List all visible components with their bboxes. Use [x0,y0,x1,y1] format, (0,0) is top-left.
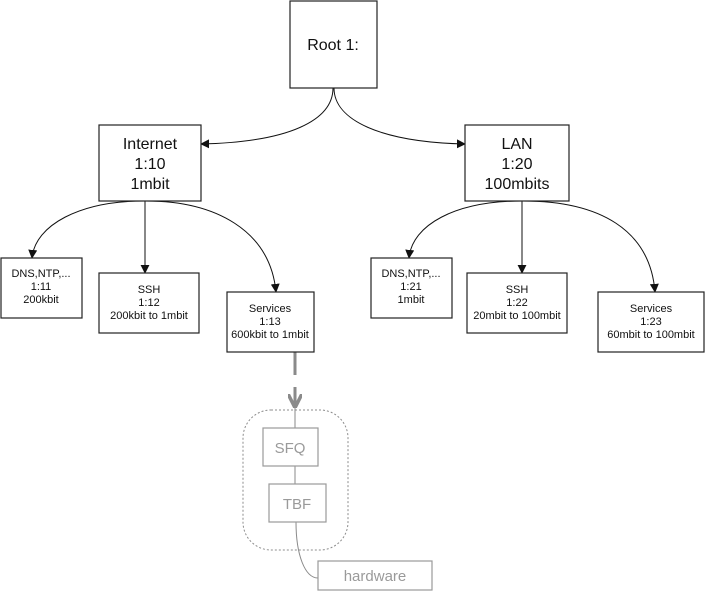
node-internet-ssh-rate: 200kbit to 1mbit [110,310,188,322]
node-lan-dns-name: DNS,NTP,... [381,268,440,280]
edge-internet-dns [28,200,145,259]
node-internet-services-classid: 1:13 [259,316,280,328]
node-sfq[interactable]: SFQ [262,427,319,467]
node-lan[interactable]: LAN 1:20 100mbits [464,124,570,202]
node-internet-services-name: Services [249,303,292,315]
node-internet[interactable]: Internet 1:10 1mbit [98,124,202,202]
node-lan-ssh[interactable]: SSH 1:22 20mbit to 100mbit [466,272,568,334]
edge-lan-services [522,200,659,293]
node-internet-dns-rate: 200kbit [23,294,58,306]
node-lan-name: LAN [501,136,532,153]
node-internet-ssh[interactable]: SSH 1:12 200kbit to 1mbit [98,272,200,334]
node-lan-dns-classid: 1:21 [400,281,421,293]
node-internet-rate: 1mbit [130,176,170,193]
node-lan-services-name: Services [630,303,673,315]
node-tbf[interactable]: TBF [268,483,327,523]
node-internet-dns-classid: 1:11 [31,281,52,293]
node-internet-classid: 1:10 [134,156,165,173]
edge-lan-dns [405,200,523,259]
qdisc-container [242,409,349,551]
node-lan-services-classid: 1:23 [640,316,661,328]
node-lan-dns-rate: 1mbit [398,294,425,306]
node-lan-rate: 100mbits [485,176,550,193]
node-root-label: Root 1: [307,37,359,54]
node-internet-ssh-name: SSH [138,284,161,296]
node-lan-services[interactable]: Services 1:23 60mbit to 100mbit [597,291,705,353]
node-lan-services-rate: 60mbit to 100mbit [607,329,694,341]
node-internet-services-rate: 600kbit to 1mbit [231,329,309,341]
node-hardware[interactable]: hardware [317,560,433,591]
node-lan-ssh-rate: 20mbit to 100mbit [473,310,560,322]
node-internet-ssh-classid: 1:12 [138,297,159,309]
node-lan-ssh-classid: 1:22 [506,297,527,309]
node-internet-services[interactable]: Services 1:13 600kbit to 1mbit [226,291,315,353]
node-internet-dns[interactable]: DNS,NTP,... 1:11 200kbit [0,257,83,319]
node-tbf-label: TBF [283,496,311,513]
node-internet-name: Internet [123,136,178,153]
edges [28,87,659,579]
node-root[interactable]: Root 1: [289,0,378,89]
node-lan-classid: 1:20 [501,156,532,173]
edge-internet-services [145,200,280,293]
node-hardware-label: hardware [344,568,407,585]
node-internet-dns-name: DNS,NTP,... [11,268,70,280]
edge-tbf-hardware [295,521,319,579]
node-lan-dns[interactable]: DNS,NTP,... 1:21 1mbit [370,257,453,319]
node-sfq-label: SFQ [275,440,306,457]
edge-root-internet [200,87,334,149]
edge-root-lan [333,87,466,149]
node-lan-ssh-name: SSH [506,284,529,296]
